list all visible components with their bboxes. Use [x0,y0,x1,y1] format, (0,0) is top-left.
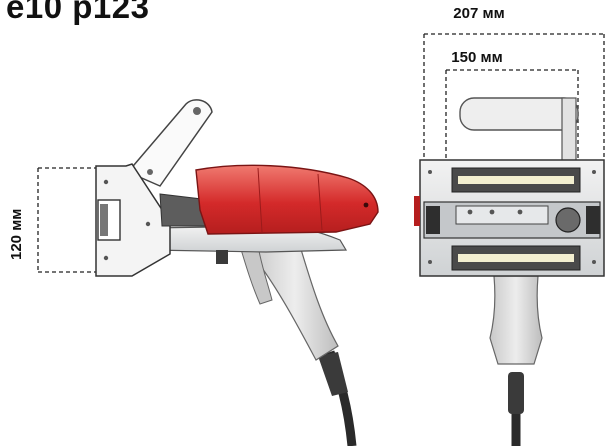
side-head-plate [95,163,171,277]
side-cable-strain-relief [318,352,348,396]
front-grip [489,275,543,365]
side-knob [216,250,228,264]
side-view [37,99,379,446]
front-view [414,33,605,446]
side-red-housing [195,164,379,235]
front-lower-electrode-insert [458,254,574,262]
front-top-handle [459,97,579,169]
side-grip [251,245,339,361]
overall-width-value: 207 мм [453,5,505,22]
inner-width-value: 150 мм [451,49,503,66]
side-lever-arm [126,99,213,187]
height-dimension-lines [37,167,98,273]
model-title: e10 p123 [6,0,150,25]
front-right-clamp [586,206,600,234]
front-red-housing-edge [414,196,420,226]
side-trigger [239,245,273,305]
front-plate-screws [428,170,596,264]
overall-width-dimension-lines [423,33,605,160]
front-upper-electrode-insert [458,176,574,184]
front-middle-plate [455,205,549,225]
front-left-clamp [426,206,440,234]
height-label: 120 мм [8,208,25,260]
front-adjust-knob [555,207,581,233]
front-cable-strain-relief [508,372,524,414]
